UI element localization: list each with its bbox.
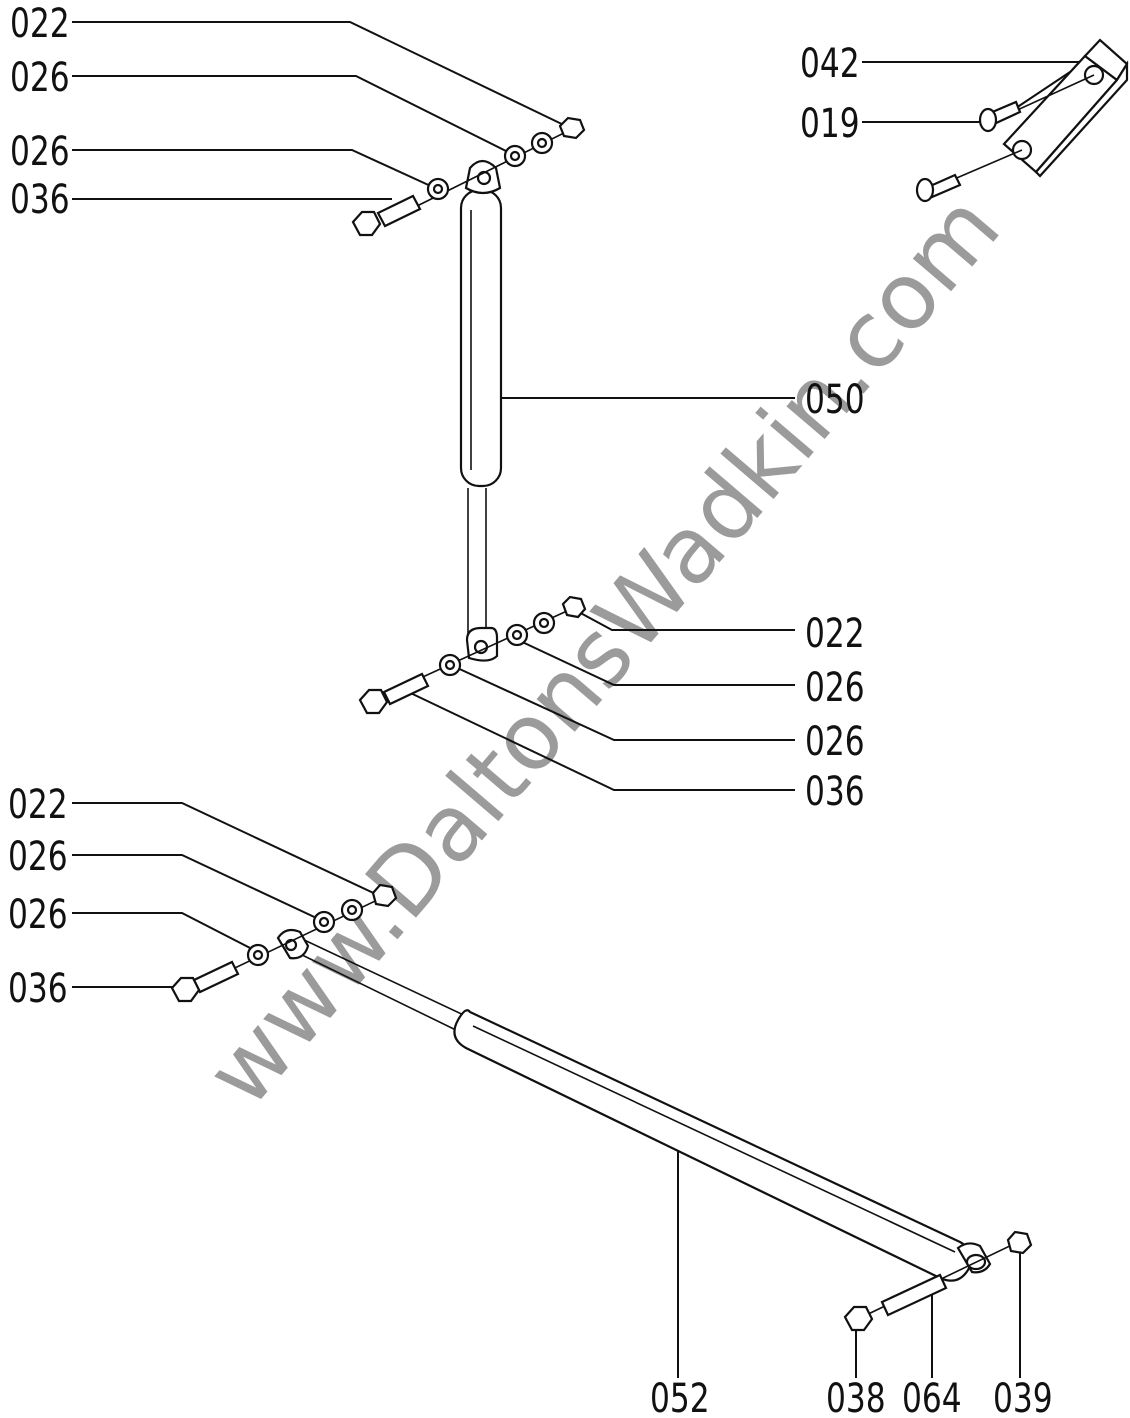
callout-labels: 022 026 026 036 042 019 050 022 026 026 … [8, 1, 1053, 1418]
callout-label: 036 [10, 177, 70, 223]
callout-label: 026 [805, 665, 865, 711]
callout-label: 026 [10, 129, 70, 175]
callout-label: 036 [8, 966, 68, 1012]
callout-label: 022 [10, 1, 70, 47]
callout-label: 026 [8, 892, 68, 938]
gas-strut-upper [459, 159, 503, 662]
lower-left-hardware [170, 883, 398, 1003]
callout-label: 026 [8, 834, 68, 880]
callout-label: 042 [800, 41, 860, 87]
callout-label: 026 [805, 719, 865, 765]
leader-lines [72, 21, 1089, 1378]
callout-label: 050 [805, 377, 865, 423]
watermark-text: www.DaltonsWadkin.com [185, 174, 1020, 1126]
bottom-right-hardware [843, 1230, 1033, 1332]
callout-label: 022 [8, 782, 68, 828]
callout-label: 022 [805, 611, 865, 657]
callout-label: 064 [902, 1376, 962, 1418]
upper-bottom-hardware [358, 595, 587, 715]
callout-label: 026 [10, 55, 70, 101]
callout-label: 038 [826, 1376, 886, 1418]
callout-label: 039 [993, 1376, 1053, 1418]
bracket-assembly [915, 38, 1129, 203]
upper-top-hardware [351, 116, 586, 237]
callout-label: 019 [800, 101, 860, 147]
callout-label: 052 [650, 1376, 710, 1418]
callout-label: 036 [805, 769, 865, 815]
